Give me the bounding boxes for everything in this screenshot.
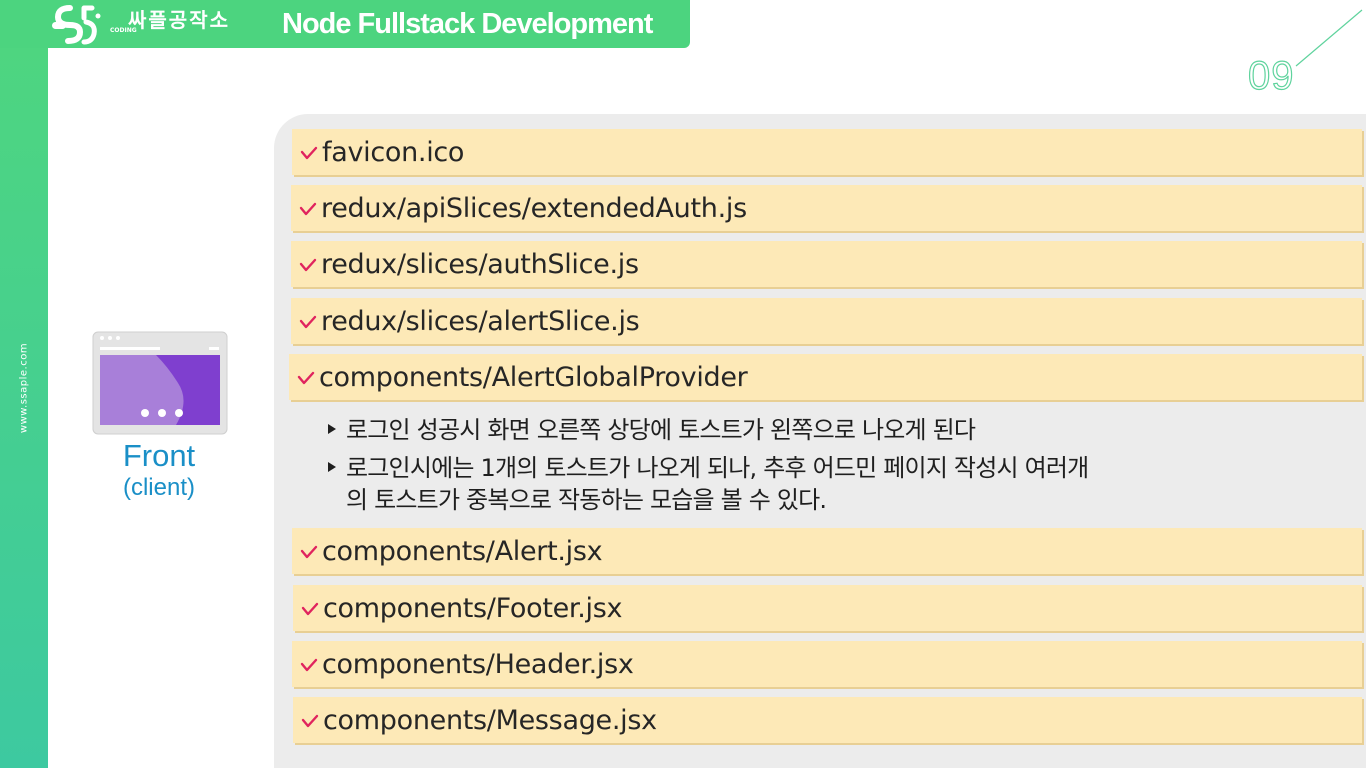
client-label: (client) xyxy=(122,474,195,501)
check-icon xyxy=(293,585,323,631)
brand-sub: CODING xyxy=(110,27,137,34)
file-item: components/Header.jsx xyxy=(292,641,1362,687)
site-url: www.ssaple.com xyxy=(18,342,30,434)
file-item: redux/slices/alertSlice.js xyxy=(291,298,1362,344)
file-name: components/Header.jsx xyxy=(322,648,634,680)
check-icon xyxy=(292,641,322,687)
triangle-bullet-icon xyxy=(328,424,336,434)
file-item: redux/slices/authSlice.js xyxy=(291,241,1362,287)
file-name: components/Footer.jsx xyxy=(323,592,623,624)
note-item: 로그인시에는 1개의 토스트가 나오게 되나, 추후 어드민 페이지 작성시 여… xyxy=(328,452,1089,516)
brand-name: 싸플공작소 xyxy=(128,8,230,32)
file-item: components/Message.jsx xyxy=(293,697,1362,743)
check-icon xyxy=(291,241,321,287)
file-name: components/Alert.jsx xyxy=(322,535,603,567)
page-number-line-icon xyxy=(1295,9,1363,67)
check-icon xyxy=(292,528,322,574)
check-icon xyxy=(292,129,322,175)
note-item: 로그인 성공시 화면 오른쪽 상당에 토스트가 왼쪽으로 나오게 된다 xyxy=(328,410,976,445)
file-item: redux/apiSlices/extendedAuth.js xyxy=(291,185,1362,231)
file-name: redux/slices/authSlice.js xyxy=(321,248,639,280)
browser-window-icon xyxy=(92,331,228,435)
header-bar xyxy=(0,0,690,48)
check-icon xyxy=(293,697,323,743)
file-name: redux/apiSlices/extendedAuth.js xyxy=(321,192,747,224)
file-item: components/Footer.jsx xyxy=(293,585,1362,631)
file-name: favicon.ico xyxy=(322,136,465,168)
note-text-continued: 의 토스트가 중복으로 작동하는 모습을 볼 수 있다. xyxy=(346,486,827,514)
page-number: 09 xyxy=(1247,53,1295,98)
check-icon xyxy=(291,185,321,231)
note-text: 로그인시에는 1개의 토스트가 나오게 되나, 추후 어드민 페이지 작성시 여… xyxy=(346,454,1089,482)
file-item: favicon.ico xyxy=(292,129,1362,175)
left-accent-bar xyxy=(0,0,48,768)
file-item: components/Alert.jsx xyxy=(292,528,1362,574)
file-name: components/Message.jsx xyxy=(323,704,657,736)
file-item: components/AlertGlobalProvider xyxy=(289,354,1362,400)
note-text: 로그인 성공시 화면 오른쪽 상당에 토스트가 왼쪽으로 나오게 된다 xyxy=(346,416,976,444)
check-icon xyxy=(291,298,321,344)
triangle-bullet-icon xyxy=(328,462,336,472)
brand-logo-icon xyxy=(52,5,101,45)
check-icon xyxy=(289,354,319,400)
front-label: Front xyxy=(122,438,196,473)
file-name: components/AlertGlobalProvider xyxy=(319,361,748,393)
file-name: redux/slices/alertSlice.js xyxy=(321,305,640,337)
page-title: Node Fullstack Development xyxy=(282,8,653,40)
